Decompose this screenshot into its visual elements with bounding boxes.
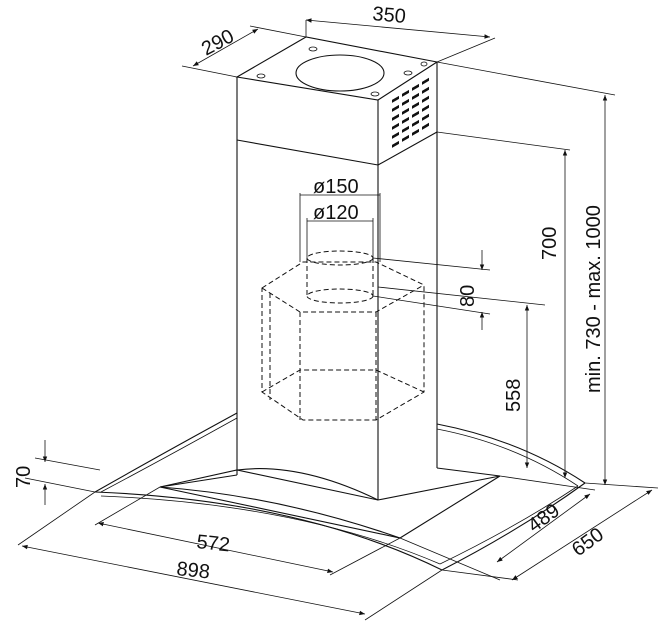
vent-slot — [412, 101, 419, 109]
vent-slot — [422, 113, 429, 121]
vent-slot — [392, 104, 399, 112]
vent-slot — [392, 113, 399, 121]
vent-slot — [402, 98, 409, 106]
dimension-572-label: 572 — [195, 531, 230, 556]
vent-slot — [402, 125, 409, 133]
glass-canopy — [94, 412, 586, 571]
vent-slot — [412, 110, 419, 118]
dimension-70-label: 70 — [13, 466, 35, 488]
vent-slot — [402, 116, 409, 124]
vent-slot — [422, 77, 429, 85]
dimension-489-label: 489 — [524, 500, 564, 537]
vent-slot — [392, 122, 399, 130]
dimension-120-label: ø120 — [313, 202, 359, 224]
dimension-lines — [17, 18, 659, 621]
dimension-290-label: 290 — [198, 25, 238, 60]
vent-grille — [392, 77, 429, 148]
chimney-lower-cover — [236, 132, 438, 500]
vent-slot — [402, 107, 409, 115]
vent-slot — [402, 89, 409, 97]
vent-slot — [392, 140, 399, 148]
vent-slot — [412, 83, 419, 91]
hidden-motor-housing — [261, 250, 425, 421]
vent-slot — [422, 104, 429, 112]
vent-slot — [412, 128, 419, 136]
dimension-total-height-label: min. 730 - max. 1000 — [583, 205, 605, 393]
dimension-80-label: 80 — [457, 285, 479, 307]
vent-slot — [422, 122, 429, 130]
dimension-700-label: 700 — [539, 227, 561, 260]
dimension-150-label: ø150 — [313, 176, 359, 198]
vent-slot — [392, 95, 399, 103]
vent-slot — [402, 134, 409, 142]
dimension-350-label: 350 — [372, 3, 407, 28]
dimension-898-label: 898 — [175, 558, 210, 583]
vent-slot — [412, 119, 419, 127]
vent-slot — [412, 92, 419, 100]
dimension-558-label: 558 — [503, 379, 525, 412]
vent-slot — [422, 95, 429, 103]
vent-slot — [422, 86, 429, 94]
dimension-650-label: 650 — [568, 524, 608, 561]
vent-slot — [392, 131, 399, 139]
